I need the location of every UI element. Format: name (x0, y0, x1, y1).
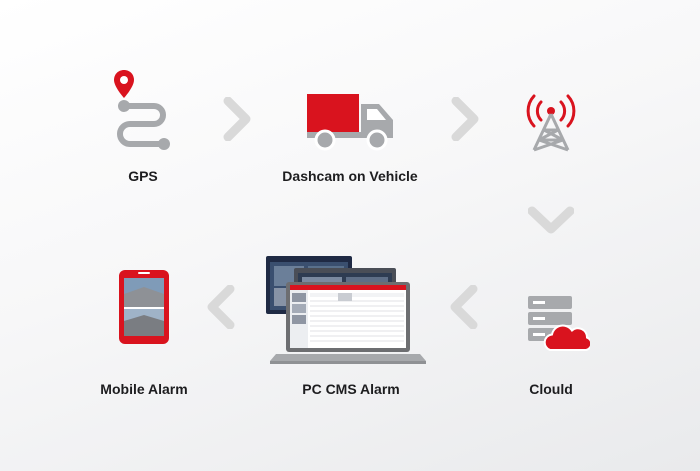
cloud-label: Clould (529, 381, 573, 397)
chevron-right-icon (448, 97, 482, 141)
gps-route-icon (114, 70, 170, 150)
truck-icon (307, 94, 393, 151)
dashcam-label: Dashcam on Vehicle (282, 168, 418, 184)
signal-tower-icon (526, 94, 576, 152)
laptop-cms-icon (266, 256, 426, 364)
gps-node (100, 68, 180, 152)
dashcam-node (305, 92, 397, 152)
gps-label: GPS (128, 168, 158, 184)
mobile-node (118, 269, 170, 345)
mobile-label: Mobile Alarm (100, 381, 188, 397)
pc-node (264, 254, 430, 366)
chevron-down-icon (528, 205, 574, 237)
chevron-left-icon (447, 285, 481, 329)
server-cloud-icon (528, 296, 590, 351)
chevron-right-icon (220, 97, 254, 141)
mobile-phone-icon (119, 270, 169, 344)
pc-label: PC CMS Alarm (302, 381, 400, 397)
tower-node (522, 92, 580, 152)
chevron-left-icon (204, 285, 238, 329)
cloud-node (526, 294, 590, 354)
